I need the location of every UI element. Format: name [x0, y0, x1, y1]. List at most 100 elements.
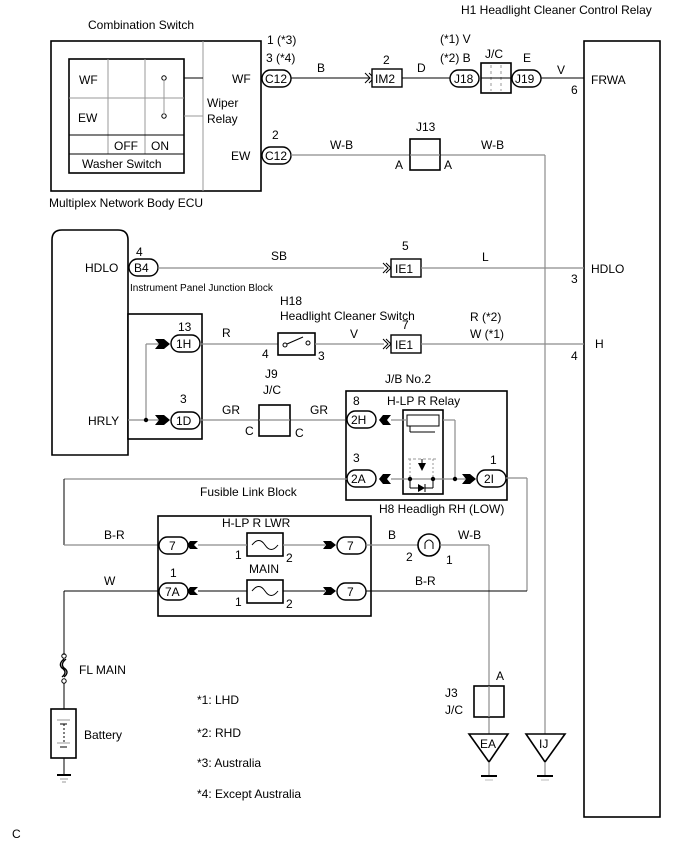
ecu-pin-hrly: HRLY: [88, 414, 119, 428]
ie1-pin: 7: [402, 318, 409, 332]
note-4: *4: Except Australia: [197, 787, 301, 801]
1h-pin: 13: [178, 320, 192, 334]
wire-label: R: [222, 326, 231, 340]
im2-pin: 2: [383, 53, 390, 67]
connector-2h: [346, 410, 377, 429]
j9-jc: J/C: [263, 383, 281, 397]
2a-pin: 3: [353, 451, 360, 465]
relay-body: [402, 409, 444, 495]
wire-label: L: [482, 250, 489, 264]
jb-terminal: [323, 587, 336, 595]
wire-label: R (*2): [470, 310, 501, 324]
connector-7a-label: 7A: [165, 585, 180, 599]
pin-hdlo: HDLO: [591, 262, 624, 276]
wire-label: W: [104, 574, 116, 588]
pin-label: A: [496, 669, 504, 683]
connector-7-label: 7: [169, 539, 176, 553]
note-1: *1: LHD: [197, 693, 239, 707]
2h-pin: 8: [353, 394, 360, 408]
fuse-main-label: MAIN: [249, 562, 279, 576]
wire-label: D: [417, 61, 426, 75]
washer-row-ew: EW: [78, 111, 98, 125]
jb-terminal: [379, 415, 391, 425]
pin-label: 1: [235, 595, 242, 609]
pin-label: 1: [446, 553, 453, 567]
wire-label: B-R: [415, 574, 436, 588]
pin-label: 4: [262, 347, 269, 361]
washer-col-off: OFF: [114, 139, 138, 153]
1d-pin: 3: [180, 392, 187, 406]
ground-ea-icon: [467, 733, 510, 764]
connector-1d-label: 1D: [176, 414, 192, 428]
7a-pin: 1: [170, 566, 177, 580]
wire-label: V: [557, 63, 565, 77]
jc-label: J/C: [485, 47, 503, 61]
combination-switch-label: Combination Switch: [88, 18, 194, 32]
2i-pin: 1: [490, 453, 497, 467]
jb-terminal: [155, 339, 170, 349]
connector-c12-label: C12: [265, 149, 287, 163]
wiper-relay-label-1: Wiper: [207, 96, 238, 110]
j3-jc: J/C: [445, 703, 463, 717]
wire-label: W (*1): [470, 327, 504, 341]
connector-j18-label: J18: [454, 72, 474, 86]
splice-point: [143, 417, 149, 423]
b4-pin: 4: [136, 245, 143, 259]
wire-label: W-B: [458, 528, 481, 542]
connector-ie1-label: IE1: [395, 338, 413, 352]
h18-id: H18: [280, 294, 302, 308]
headlight-bulb-icon: [417, 533, 441, 557]
jb-terminal: [187, 541, 198, 549]
pin-label: 2: [286, 551, 293, 565]
connector-1h-label: 1H: [176, 337, 191, 351]
relay-diode: [418, 463, 426, 471]
ecu-pin-ew: EW: [231, 149, 251, 163]
wire-label: B-R: [104, 528, 125, 542]
j18-pin-label: (*1) V: [440, 32, 471, 46]
jb-terminal: [462, 474, 476, 484]
washer-col-on: ON: [151, 139, 169, 153]
pin-label: C: [245, 424, 254, 438]
inline-connector-arrow: [382, 338, 392, 350]
j19-pin: E: [523, 51, 531, 65]
j13-label: J13: [416, 120, 436, 134]
connector-ie1-label: IE1: [395, 262, 413, 276]
wire-label: B: [317, 61, 325, 75]
pin-label: A: [444, 158, 452, 172]
note-3: *3: Australia: [197, 756, 261, 770]
wire-label: SB: [271, 249, 287, 263]
c12-pin-label: 1 (*3): [267, 33, 296, 47]
pin-frwa: FRWA: [591, 73, 626, 87]
connector-j19-label: J19: [515, 72, 535, 86]
connector-2a-label: 2A: [351, 472, 366, 486]
wire-label: GR: [222, 403, 240, 417]
j18-pin-label: (*2) B: [440, 51, 471, 65]
connector-2i-label: 2I: [484, 472, 494, 486]
headlight-cleaner-control-relay: [583, 40, 661, 818]
washer-row-wf: WF: [79, 73, 98, 87]
fuse-hlp-label: H-LP R LWR: [222, 516, 291, 530]
wire-label: W-B: [330, 138, 353, 152]
relay-label: H-LP R Relay: [387, 394, 460, 408]
jb-terminal: [323, 541, 336, 549]
pin-frwa-num: 6: [571, 83, 578, 97]
pin-h-num: 4: [571, 349, 578, 363]
fusible-link-block-label: Fusible Link Block: [200, 485, 298, 499]
jb2-label: J/B No.2: [385, 372, 431, 386]
connector-7-label: 7: [347, 539, 354, 553]
pin-label: 2: [286, 597, 293, 611]
fl-main-label: FL MAIN: [79, 663, 126, 677]
pin-label: 2: [406, 550, 413, 564]
switch-lever: [286, 336, 304, 345]
wire-label: V: [350, 327, 358, 341]
ground-ij-label: IJ: [539, 737, 548, 751]
wire-label: B: [388, 528, 396, 542]
jb-terminal: [155, 415, 170, 425]
instrument-panel-jb-label: Instrument Panel Junction Block: [130, 283, 274, 294]
ie1-pin: 5: [402, 239, 409, 253]
wire-label: W-B: [481, 138, 504, 152]
fl-main-fuse-icon: [59, 658, 68, 678]
c12-pin-label: 2: [272, 128, 279, 142]
wire-label: GR: [310, 403, 328, 417]
